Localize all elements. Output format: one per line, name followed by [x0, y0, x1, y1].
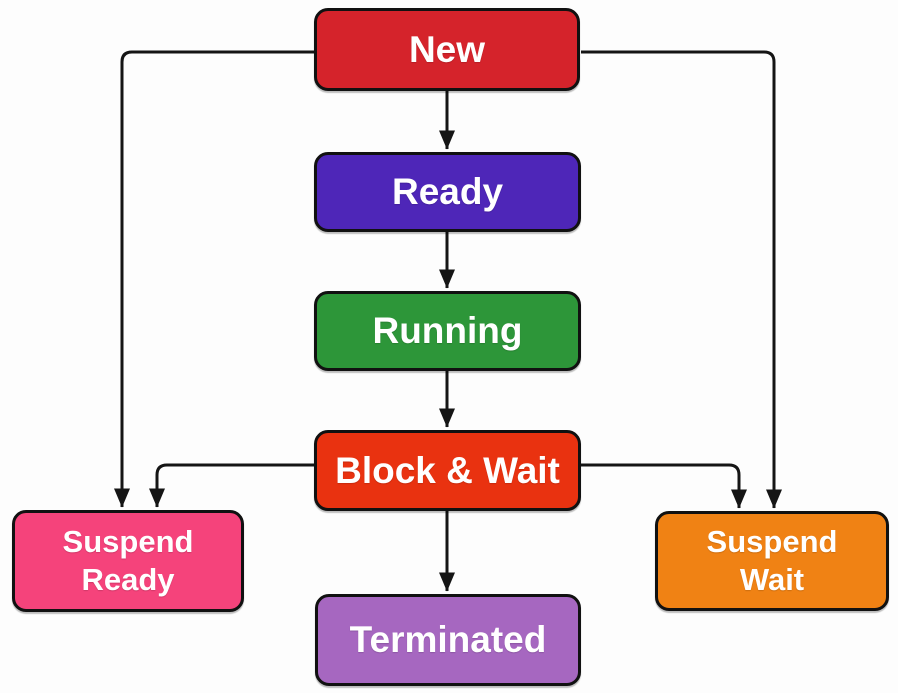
edge-block-wait-to-suspend-ready: [149, 463, 314, 508]
node-suspend-ready-label: Suspend Ready: [62, 524, 194, 597]
edge-block-wait-to-suspend-wait: [581, 463, 747, 509]
node-ready: Ready: [314, 152, 581, 232]
node-ready-label: Ready: [391, 171, 504, 213]
node-new: New: [314, 8, 580, 91]
edge-new-to-suspend-wait: [581, 50, 782, 509]
node-running: Running: [314, 291, 581, 371]
node-suspend-ready: Suspend Ready: [12, 510, 244, 612]
node-block-wait-label: Block & Wait: [335, 449, 560, 491]
node-suspend-wait: Suspend Wait: [655, 511, 889, 611]
node-block-wait: Block & Wait: [314, 430, 581, 511]
node-suspend-wait-label: Suspend Wait: [706, 524, 838, 597]
node-running-label: Running: [372, 310, 523, 352]
node-new-label: New: [408, 28, 486, 70]
node-terminated-label: Terminated: [349, 619, 547, 661]
edge-new-to-suspend-ready: [114, 50, 314, 508]
node-terminated: Terminated: [315, 594, 581, 686]
